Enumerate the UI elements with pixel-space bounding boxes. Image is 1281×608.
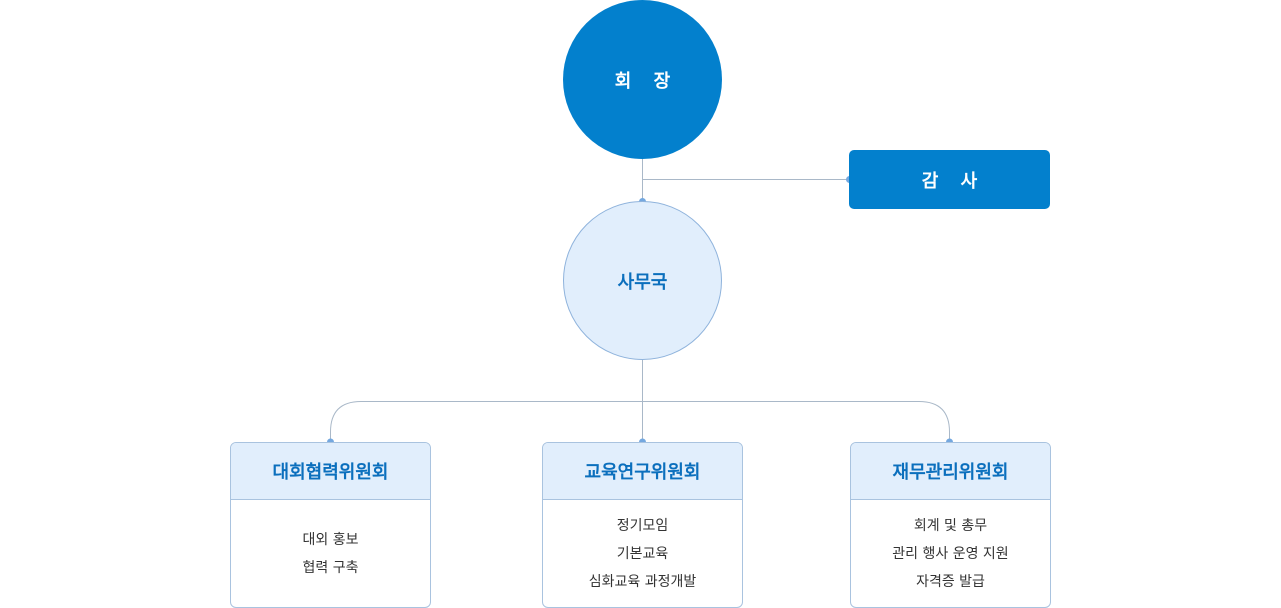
chair-label: 회 장 (614, 70, 679, 92)
committee-duties: 대외 홍보 협력 구축 (231, 500, 430, 607)
duty-item: 협력 구축 (302, 560, 359, 576)
committee-duties: 정기모임 기본교육 심화교육 과정개발 (543, 500, 742, 607)
committee-title: 재무관리위원회 (851, 443, 1050, 500)
committee-title: 교육연구위원회 (543, 443, 742, 500)
secretariat-label: 사무국 (617, 271, 668, 293)
duty-item: 자격증 발급 (916, 574, 985, 590)
duty-item: 기본교육 (616, 546, 669, 562)
committee-finance-management: 재무관리위원회 회계 및 총무 관리 행사 운영 지원 자격증 발급 (850, 442, 1051, 608)
duty-item: 관리 행사 운영 지원 (892, 546, 1009, 562)
duty-item: 정기모임 (616, 518, 669, 534)
committee-external-cooperation: 대회협력위원회 대외 홍보 협력 구축 (230, 442, 431, 608)
committee-education-research: 교육연구위원회 정기모임 기본교육 심화교육 과정개발 (542, 442, 743, 608)
secretariat-node: 사무국 (563, 201, 722, 360)
committee-duties: 회계 및 총무 관리 행사 운영 지원 자격증 발급 (851, 500, 1050, 607)
committee-branch-line (330, 401, 950, 442)
chair-node: 회 장 (563, 0, 722, 159)
auditor-node: 감 사 (849, 150, 1050, 209)
duty-item: 대외 홍보 (302, 532, 359, 548)
auditor-label: 감 사 (921, 170, 986, 192)
duty-item: 심화교육 과정개발 (588, 574, 697, 590)
committee-title: 대회협력위원회 (231, 443, 430, 500)
duty-item: 회계 및 총무 (913, 518, 988, 534)
